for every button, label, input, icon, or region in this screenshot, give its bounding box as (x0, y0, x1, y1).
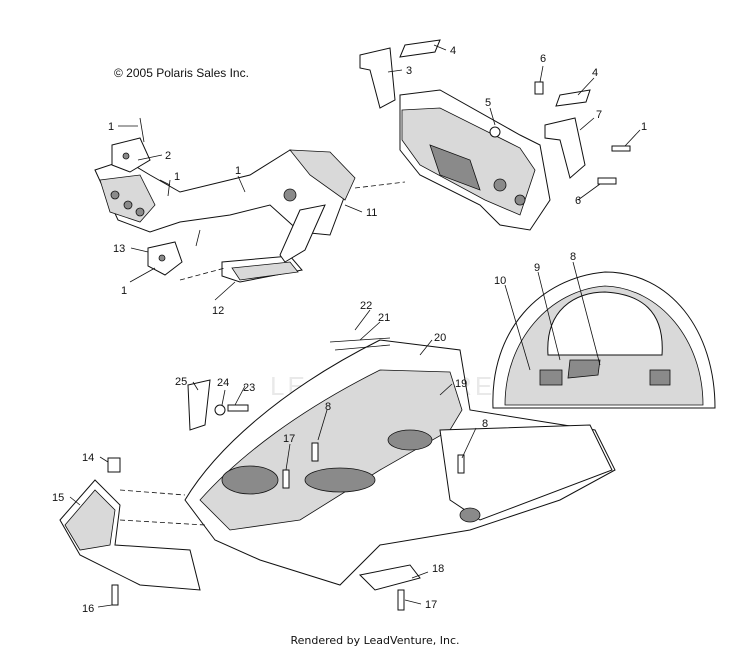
front-frame-assembly (94, 117, 406, 283)
callout-15: 15 (52, 492, 64, 504)
callout-3: 3 (406, 65, 412, 77)
callout-24: 24 (217, 377, 229, 389)
callout-22: 22 (360, 300, 372, 312)
callout-8: 8 (325, 401, 331, 413)
callout-17: 17 (425, 599, 437, 611)
callout-labels: 1 2 1 1 13 1 12 11 3 4 5 6 4 7 1 6 10 9 … (52, 45, 647, 615)
callout-13: 13 (113, 243, 125, 255)
callout-4: 4 (592, 67, 598, 79)
callout-11: 11 (366, 207, 377, 219)
leader-lines (69, 44, 641, 608)
callout-16: 16 (82, 603, 94, 615)
callout-2: 2 (165, 150, 171, 162)
callout-18: 18 (432, 563, 444, 575)
callout-1: 1 (121, 285, 127, 297)
callout-12: 12 (212, 305, 224, 317)
callout-8: 8 (570, 251, 576, 263)
inset-view (492, 271, 716, 409)
callout-14: 14 (82, 452, 94, 464)
callout-10: 10 (494, 275, 506, 287)
callout-19: 19 (455, 378, 467, 390)
nose-pan-assembly (59, 337, 616, 611)
callout-4: 4 (450, 45, 456, 57)
callout-20: 20 (434, 332, 446, 344)
callout-6: 6 (540, 53, 546, 65)
callout-23: 23 (243, 382, 255, 394)
callout-6: 6 (575, 195, 581, 207)
callout-1: 1 (174, 171, 180, 183)
callout-17: 17 (283, 433, 295, 445)
footer-credit: Rendered by LeadVenture, Inc. (290, 634, 460, 647)
copyright-notice: © 2005 Polaris Sales Inc. (114, 66, 249, 80)
cross-member-assembly (359, 39, 631, 231)
callout-25: 25 (175, 376, 187, 388)
callout-8: 8 (482, 418, 488, 430)
callout-9: 9 (534, 262, 540, 274)
callout-1: 1 (108, 121, 114, 133)
callout-1: 1 (235, 165, 241, 177)
callout-7: 7 (596, 109, 602, 121)
callout-5: 5 (485, 97, 491, 109)
callout-1: 1 (641, 121, 647, 133)
callout-21: 21 (378, 312, 390, 324)
